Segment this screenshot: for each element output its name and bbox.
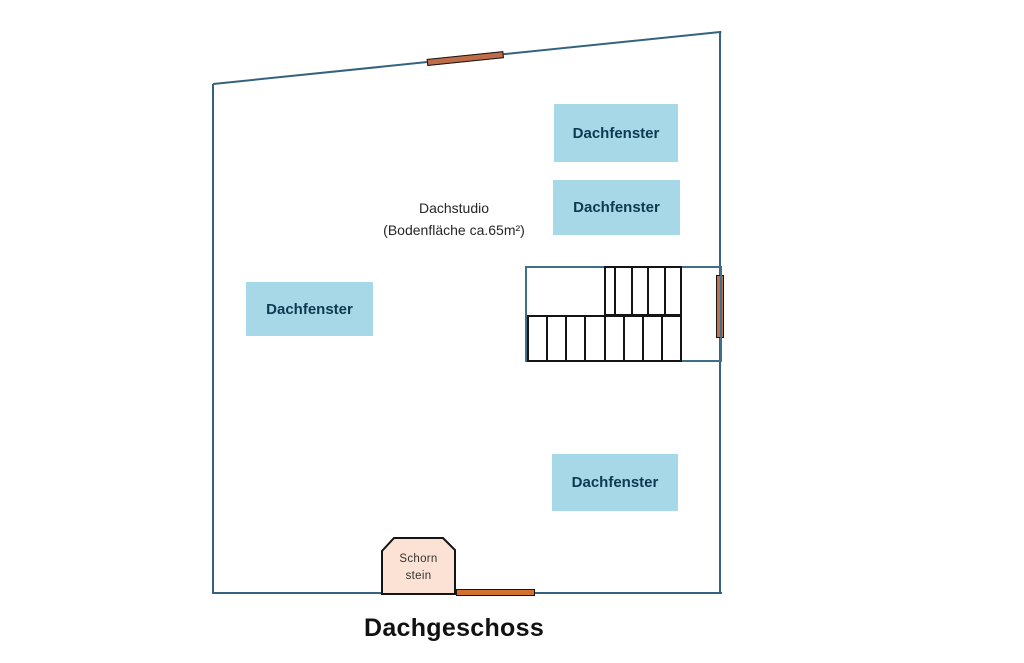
chimney-shape-icon	[381, 537, 456, 595]
stair-step	[584, 317, 603, 360]
stair-step	[546, 317, 565, 360]
stair-step	[622, 317, 642, 360]
skylight-label: Dachfenster	[572, 124, 660, 142]
stair-step	[660, 317, 680, 360]
room-area-note: (Bodenfläche ca.65m²)	[383, 222, 525, 238]
stair-step	[529, 317, 546, 360]
chimney-label-line2: stein	[405, 570, 432, 582]
stair-step	[603, 317, 623, 360]
stair-step	[647, 268, 663, 314]
skylight-label: Dachfenster	[266, 300, 353, 318]
stair-step	[606, 268, 614, 314]
room-name: Dachstudio	[418, 200, 490, 216]
staircase-lower-flight	[527, 315, 682, 362]
floor-title: Dachgeschoss	[363, 614, 545, 642]
chimney: Schorn stein	[381, 537, 456, 595]
chimney-label: Schorn stein	[381, 543, 456, 593]
skylight-top-1: Dachfenster	[554, 104, 678, 162]
skylight-label: Dachfenster	[573, 199, 660, 216]
staircase-upper-flight	[604, 266, 682, 316]
chimney-label-line1: Schorn	[399, 552, 438, 565]
stair-step	[663, 268, 680, 314]
stair-step	[614, 268, 631, 314]
wall-left	[212, 84, 214, 594]
wall-opening-marker-top	[426, 51, 504, 66]
wall-opening-marker-bottom	[456, 589, 535, 596]
stair-step	[641, 317, 661, 360]
skylight-top-2: Dachfenster	[553, 180, 680, 235]
skylight-label: Dachfenster	[571, 474, 659, 491]
stair-step	[631, 268, 647, 314]
skylight-left: Dachfenster	[246, 282, 373, 336]
room-label: Dachstudio (Bodenfläche ca.65m²)	[354, 200, 554, 238]
skylight-bottom: Dachfenster	[552, 454, 678, 511]
stair-step	[565, 317, 584, 360]
